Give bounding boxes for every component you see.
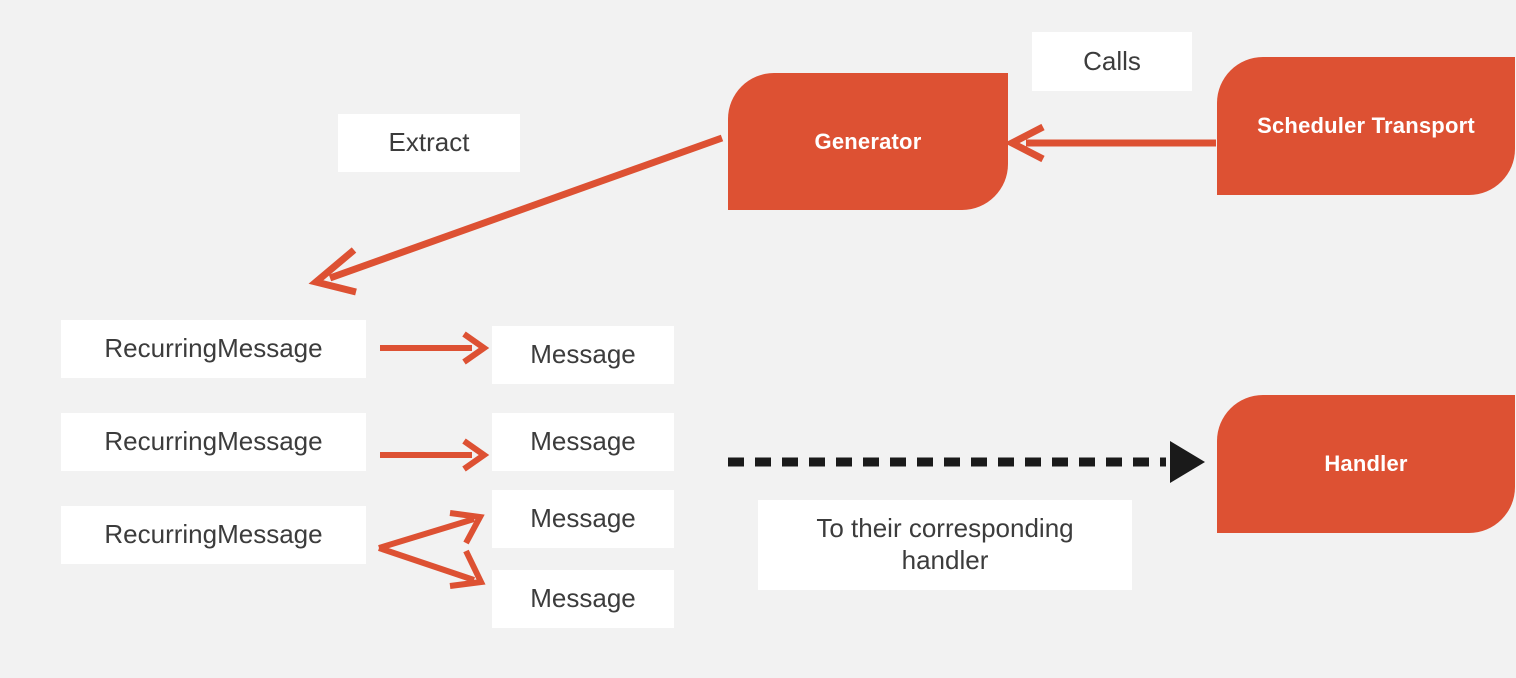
- message-label: Message: [530, 339, 636, 370]
- message-box[interactable]: Message: [492, 490, 674, 548]
- recurring-message-label: RecurringMessage: [104, 426, 323, 457]
- arrow-recurring3-to-message3: [378, 510, 485, 551]
- message-label: Message: [530, 426, 636, 457]
- node-handler[interactable]: Handler: [1217, 395, 1515, 533]
- arrow-recurring1-to-message1: [380, 331, 490, 365]
- edge-label-extract: Extract: [338, 114, 520, 172]
- message-label: Message: [530, 503, 636, 534]
- recurring-message-label: RecurringMessage: [104, 519, 323, 550]
- node-handler-label: Handler: [1324, 451, 1408, 476]
- edge-label-to-handler: To their corresponding handler: [758, 500, 1132, 590]
- message-box[interactable]: Message: [492, 326, 674, 384]
- edge-label-to-handler-text: To their corresponding handler: [816, 513, 1074, 575]
- edge-label-calls-text: Calls: [1083, 45, 1141, 76]
- recurring-message-box[interactable]: RecurringMessage: [61, 320, 366, 378]
- recurring-message-label: RecurringMessage: [104, 333, 323, 364]
- edge-label-extract-text: Extract: [388, 127, 470, 158]
- node-generator[interactable]: Generator: [728, 73, 1008, 210]
- node-scheduler-transport[interactable]: Scheduler Transport: [1217, 57, 1515, 195]
- recurring-message-box[interactable]: RecurringMessage: [61, 413, 366, 471]
- message-box[interactable]: Message: [492, 570, 674, 628]
- node-scheduler-transport-label: Scheduler Transport: [1257, 113, 1475, 138]
- arrow-scheduler-to-generator: [1004, 123, 1216, 163]
- arrow-messages-to-handler: [728, 441, 1205, 483]
- message-box[interactable]: Message: [492, 413, 674, 471]
- arrow-recurring3-to-message4: [378, 545, 486, 589]
- message-label: Message: [530, 583, 636, 614]
- node-generator-label: Generator: [814, 128, 922, 154]
- recurring-message-box[interactable]: RecurringMessage: [61, 506, 366, 564]
- edge-label-calls: Calls: [1032, 32, 1192, 91]
- arrow-recurring2-to-message2: [380, 438, 490, 472]
